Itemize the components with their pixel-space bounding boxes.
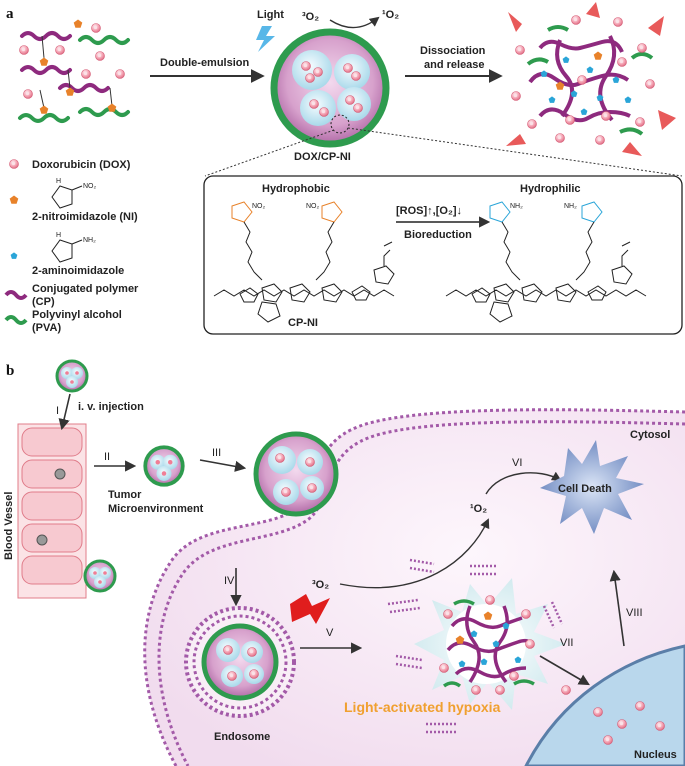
o2-conversion-arrow-a — [329, 16, 380, 29]
ni-legend-icon — [9, 195, 19, 204]
svg-text:NO₂: NO₂ — [306, 203, 320, 210]
panel-a-letter: a — [6, 6, 14, 22]
chemistry-box: Hydrophobic Hydrophilic [ROS]↑,[O₂]↓ Bio… — [203, 175, 683, 335]
light-label: Light — [257, 9, 284, 21]
step-VII-label: VII — [560, 637, 573, 649]
singlet-oxygen-label-a: ¹O₂ — [382, 9, 399, 21]
step-V-label: V — [326, 627, 334, 639]
entering-nanoparticle — [253, 431, 339, 517]
injected-nanoparticle — [55, 359, 89, 393]
circulating-nanoparticle — [83, 559, 117, 593]
legend-ai-label: 2-aminoimidazole — [32, 265, 124, 277]
blood-vessel — [17, 423, 87, 599]
dox-legend-icon — [9, 159, 19, 169]
endosome-label: Endosome — [214, 731, 270, 743]
hydrophilic-label: Hydrophilic — [520, 183, 581, 195]
double-emulsion-label: Double-emulsion — [160, 57, 250, 69]
cp-legend-icon — [4, 290, 28, 300]
step-III-arrow — [199, 459, 247, 472]
pva-legend-icon — [4, 315, 28, 325]
cell-death-star — [540, 440, 644, 534]
tumor-label-1: Tumor — [108, 489, 142, 501]
legend-cp-label-2: (CP) — [32, 296, 55, 308]
svg-text:NH₂: NH₂ — [83, 237, 96, 244]
membrane-fragments — [387, 558, 564, 734]
nucleus-label: Nucleus — [634, 749, 677, 761]
nucleus — [524, 644, 685, 766]
svg-text:H: H — [56, 178, 61, 185]
endosome — [184, 606, 296, 718]
legend-cp-label-1: Conjugated polymer — [32, 283, 139, 295]
dissociation-label-2: and release — [424, 59, 485, 71]
svg-text:H: H — [56, 232, 61, 239]
triplet-oxygen-label-a: ³O₂ — [302, 11, 319, 23]
bioreduction-label: Bioreduction — [404, 229, 472, 241]
legend-pva-label-2: (PVA) — [32, 322, 61, 334]
singlet-oxygen-label-b: ¹O₂ — [470, 503, 487, 515]
iv-injection-label: i. v. injection — [78, 401, 144, 413]
legend-ni-label: 2-nitroimidazole (NI) — [32, 211, 138, 223]
ai-legend-icon — [10, 252, 18, 259]
light-bolt-icon — [290, 594, 330, 624]
ros-o2-label: [ROS]↑,[O₂]↓ — [396, 205, 462, 217]
step-II-label: II — [104, 451, 110, 463]
zoom-line-left — [204, 129, 335, 177]
lightning-icon — [256, 26, 275, 52]
aminoimidazole-structure: NH₂ H — [51, 232, 96, 263]
tumor-label-2: Microenvironment — [108, 503, 204, 515]
step-IV-label: IV — [224, 575, 235, 587]
hydrophobic-label: Hydrophobic — [262, 183, 330, 195]
cell-death-label: Cell Death — [558, 483, 612, 495]
dissociation-label-1: Dissociation — [420, 45, 486, 57]
step-VIII-label: VIII — [626, 607, 643, 619]
released-assembly — [506, 2, 676, 156]
step-III-label: III — [212, 447, 221, 459]
dox-cp-ni-nanoparticle — [270, 28, 390, 148]
tumor-nanoparticle — [143, 445, 185, 487]
svg-text:NO₂: NO₂ — [83, 183, 97, 190]
nitroimidazole-structure: NO₂ H — [51, 178, 97, 209]
svg-text:NH₂: NH₂ — [564, 203, 577, 210]
legend: Doxorubicin (DOX) NO₂ H 2-nitroimidazole… — [4, 159, 139, 334]
cp-ai-structure: NH₂ NH₂ — [445, 201, 647, 323]
triplet-oxygen-label-b: ³O₂ — [312, 579, 329, 591]
hypoxia-label: Light-activated hypoxia — [344, 699, 501, 715]
svg-text:NH₂: NH₂ — [510, 203, 523, 210]
step-VII-arrow — [539, 655, 590, 686]
dissociated-polymer — [439, 595, 535, 695]
polymer-chains-input — [18, 19, 130, 123]
step-VI-arrow — [485, 471, 562, 495]
zoom-line-right — [347, 127, 683, 177]
step-I-arrow — [58, 393, 71, 431]
blood-vessel-label: Blood Vessel — [3, 492, 15, 560]
o2-path-arrow — [339, 518, 490, 589]
step-I-label: I — [56, 405, 59, 417]
step-VI-label: VI — [512, 457, 522, 469]
cp-ni-structure: NO₂ NO₂ — [213, 201, 395, 323]
legend-dox-label: Doxorubicin (DOX) — [32, 159, 131, 171]
panel-b-letter: b — [6, 363, 14, 379]
cytosol-label: Cytosol — [630, 429, 670, 441]
cp-ni-label: CP-NI — [288, 317, 318, 329]
svg-text:NO₂: NO₂ — [252, 203, 266, 210]
step-VIII-arrow — [609, 569, 625, 647]
legend-pva-label-1: Polyvinyl alcohol — [32, 309, 122, 321]
nanoparticle-label: DOX/CP-NI — [294, 151, 351, 163]
